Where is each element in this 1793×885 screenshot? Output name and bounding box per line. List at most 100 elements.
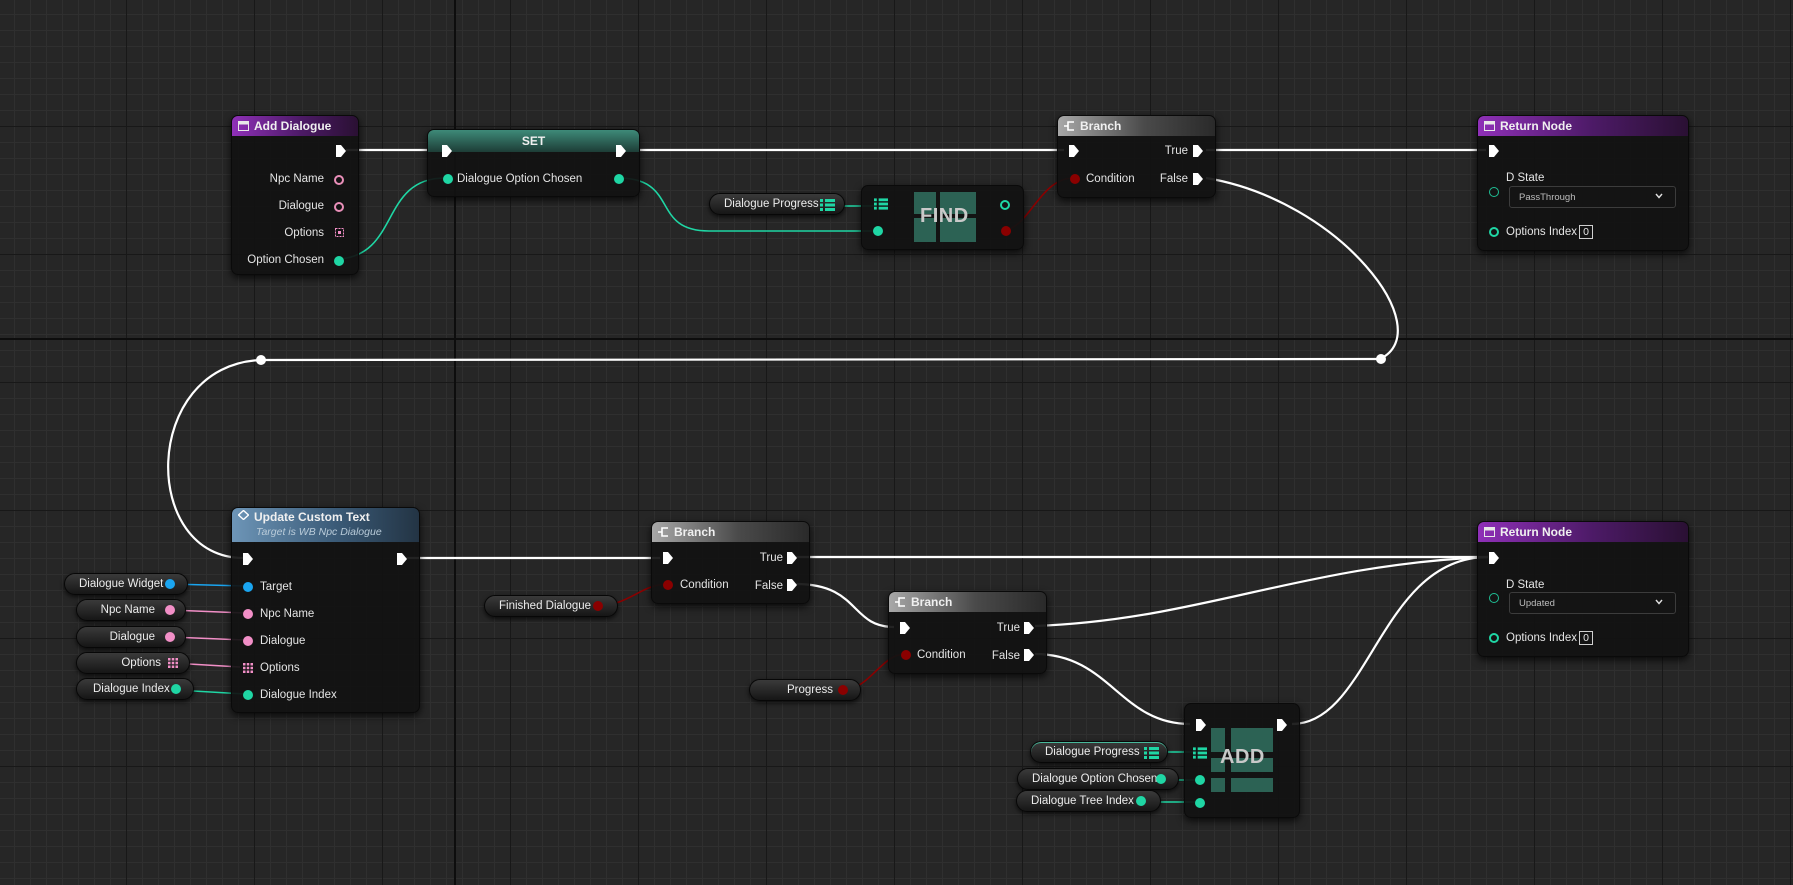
dstate-dropdown[interactable]: PassThrough [1509,186,1676,208]
exec-in-pin[interactable] [243,553,253,565]
node-title: Branch [911,595,953,609]
pin-dialogue[interactable] [334,202,344,212]
exec-in-pin[interactable] [1069,145,1079,157]
var-npc-name[interactable]: Npc Name [76,599,186,621]
pin-out[interactable] [165,579,175,589]
exec-wire-reroute-update [167,358,262,560]
pin-dstate[interactable] [1489,593,1499,603]
exec-out-pin[interactable] [616,145,626,157]
node-header: SET [428,130,639,152]
pin-npc-name[interactable] [243,609,253,619]
exec-false-pin[interactable] [787,579,797,591]
node-branch-mid[interactable]: Branch Condition True False [651,521,810,604]
pin-label-dialogue: Dialogue [278,200,324,212]
exec-out-pin[interactable] [397,553,407,565]
pin-label-option-chosen: Option Chosen [247,254,324,266]
array-icon [820,199,835,211]
pin-condition[interactable] [1070,174,1080,184]
node-add-dialogue[interactable]: Add Dialogue Npc Name Dialogue Options O… [231,115,359,275]
var-progress[interactable]: Progress [749,679,861,701]
var-dialogue-index[interactable]: Dialogue Index [76,678,194,700]
var-dialogue-option-chosen-add[interactable]: Dialogue Option Chosen [1017,768,1179,790]
pin-target[interactable] [243,582,253,592]
pin-index-out[interactable] [1000,200,1010,210]
pin-out[interactable] [165,632,175,642]
exec-out-pin[interactable] [336,145,346,157]
options-index-input[interactable]: 0 [1579,225,1593,239]
pin-out[interactable] [171,684,181,694]
pin-out[interactable] [1156,774,1166,784]
array-pin-options[interactable] [243,663,253,673]
exec-true-pin[interactable] [787,552,797,564]
node-set[interactable]: SET Dialogue Option Chosen [427,129,640,197]
exec-false-pin[interactable] [1024,649,1034,661]
node-return-top[interactable]: Return Node D State PassThrough Options … [1477,115,1689,251]
node-update-custom-text[interactable]: Update Custom Text Target is WB Npc Dial… [231,507,420,713]
exec-in-pin[interactable] [442,145,452,157]
dstate-dropdown[interactable]: Updated [1509,592,1676,614]
array-pin-in[interactable] [874,198,888,210]
var-label: Dialogue Progress [1045,746,1140,758]
pin-condition[interactable] [901,650,911,660]
node-header: Return Node [1478,522,1688,542]
var-dialogue[interactable]: Dialogue [76,626,186,648]
pin-item-in[interactable] [873,226,883,236]
exec-true-pin[interactable] [1024,622,1034,634]
pin-condition[interactable] [663,580,673,590]
node-header: Branch [652,522,809,542]
pin-options-index[interactable] [1489,227,1499,237]
chevron-down-icon [1655,599,1663,605]
dropdown-value: Updated [1519,597,1555,609]
var-label: Dialogue [109,631,155,643]
exec-in-pin[interactable] [1489,145,1499,157]
var-dialogue-tree-index[interactable]: Dialogue Tree Index [1016,790,1161,812]
pin-npc-name[interactable] [334,175,344,185]
node-add[interactable]: ADD [1184,703,1300,818]
exec-true-pin[interactable] [1193,145,1203,157]
options-index-input[interactable]: 0 [1579,631,1593,645]
exec-in-pin[interactable] [663,552,673,564]
array-pin-in[interactable] [1193,747,1207,759]
exec-out-pin[interactable] [1277,719,1287,731]
node-branch-low[interactable]: Branch Condition True False [888,591,1047,674]
pin-label-npc-name: Npc Name [269,173,324,185]
pin-options-index[interactable] [1489,633,1499,643]
var-options[interactable]: Options [76,652,190,674]
node-branch-top[interactable]: Branch Condition True False [1057,115,1216,198]
pin-out[interactable] [593,601,603,611]
pin-dstate[interactable] [1489,187,1499,197]
var-label: Options [121,657,161,669]
op-label-find: FIND [920,205,969,227]
pin-dialogue-option-chosen-in[interactable] [443,174,453,184]
op-label-add: ADD [1220,746,1265,768]
pin-found-out[interactable] [1001,226,1011,236]
pin-dialogue-index[interactable] [243,690,253,700]
pin-out[interactable] [165,605,175,615]
pin-out[interactable] [838,685,848,695]
exec-wire-reroute-line [260,357,1381,362]
pin-label-condition: Condition [917,649,966,661]
pin-item-in[interactable] [1195,775,1205,785]
var-finished-dialogue[interactable]: Finished Dialogue [484,595,618,617]
pin-dialogue[interactable] [243,636,253,646]
var-dialogue-progress[interactable]: Dialogue Progress [709,193,845,215]
exec-in-pin[interactable] [1489,552,1499,564]
pin-option-chosen[interactable] [334,256,344,266]
var-dialogue-progress-add[interactable]: Dialogue Progress [1030,741,1168,763]
node-return-bottom[interactable]: Return Node D State Updated Options Inde… [1477,521,1689,657]
pin-label-dialogue-option-chosen: Dialogue Option Chosen [457,173,583,185]
dropdown-value: PassThrough [1519,191,1576,203]
pin-out[interactable] [1136,796,1146,806]
exec-in-pin[interactable] [1196,719,1206,731]
pin-label-dialogue-index: Dialogue Index [260,689,337,701]
exec-in-pin[interactable] [900,622,910,634]
exec-false-pin[interactable] [1193,173,1203,185]
array-pin-options[interactable] [335,228,344,237]
node-find[interactable]: FIND [861,185,1024,250]
pin-index-in[interactable] [1195,798,1205,808]
var-dialogue-widget[interactable]: Dialogue Widget [64,573,188,595]
array-op-icon [914,192,976,242]
pin-dialogue-option-chosen-out[interactable] [614,174,624,184]
event-icon [238,510,249,520]
pin-label-options-index: Options Index [1506,226,1577,238]
